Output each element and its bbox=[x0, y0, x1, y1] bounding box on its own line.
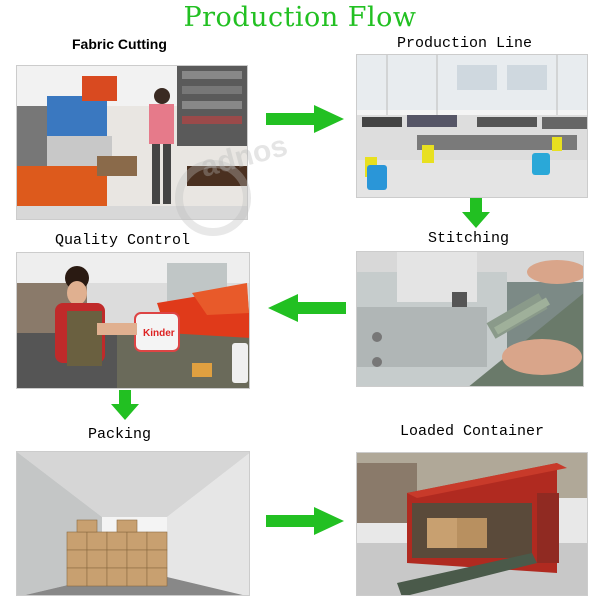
watermark-logo bbox=[175, 160, 251, 236]
label-production-line: Production Line bbox=[397, 35, 533, 52]
page-title: Production Flow bbox=[183, 2, 417, 33]
loaded-container-photo bbox=[356, 452, 588, 596]
stitching-photo bbox=[356, 251, 584, 387]
arrow-down-icon bbox=[111, 390, 139, 420]
label-quality-control: Quality Control bbox=[55, 232, 191, 249]
production-line-photo bbox=[356, 54, 588, 198]
label-packing: Packing bbox=[88, 426, 152, 443]
label-fabric-cutting: Fabric Cutting bbox=[72, 36, 167, 52]
arrow-right-icon bbox=[266, 507, 344, 535]
arrow-left-icon bbox=[268, 294, 346, 322]
label-stitching: Stitching bbox=[428, 230, 510, 247]
bag-logo-text: Kinder bbox=[143, 328, 175, 339]
fabric-cutting-photo bbox=[16, 65, 248, 220]
arrow-down-icon bbox=[462, 198, 490, 228]
packing-photo bbox=[16, 451, 250, 596]
arrow-right-icon bbox=[266, 105, 344, 133]
label-loaded-container: Loaded Container bbox=[400, 423, 545, 440]
quality-control-photo: Kinder bbox=[16, 252, 250, 389]
